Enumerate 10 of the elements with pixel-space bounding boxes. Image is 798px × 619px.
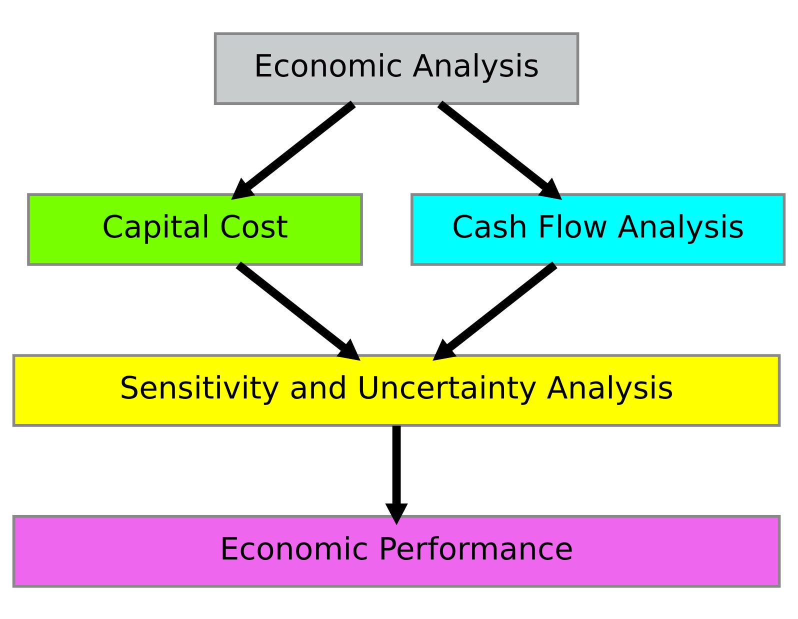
arrow: [236, 261, 360, 360]
node-box: Economic Analysis: [214, 32, 580, 104]
arrow: [385, 425, 408, 525]
arrow: [437, 100, 562, 200]
node-box: Capital Cost: [27, 192, 363, 266]
arrow: [231, 100, 356, 200]
node-box: Sensitivity and Uncertainty Analysis: [12, 354, 781, 426]
arrow: [432, 261, 558, 360]
node-box: Cash Flow Analysis: [410, 192, 786, 266]
node-box: Economic Performance: [12, 514, 781, 588]
